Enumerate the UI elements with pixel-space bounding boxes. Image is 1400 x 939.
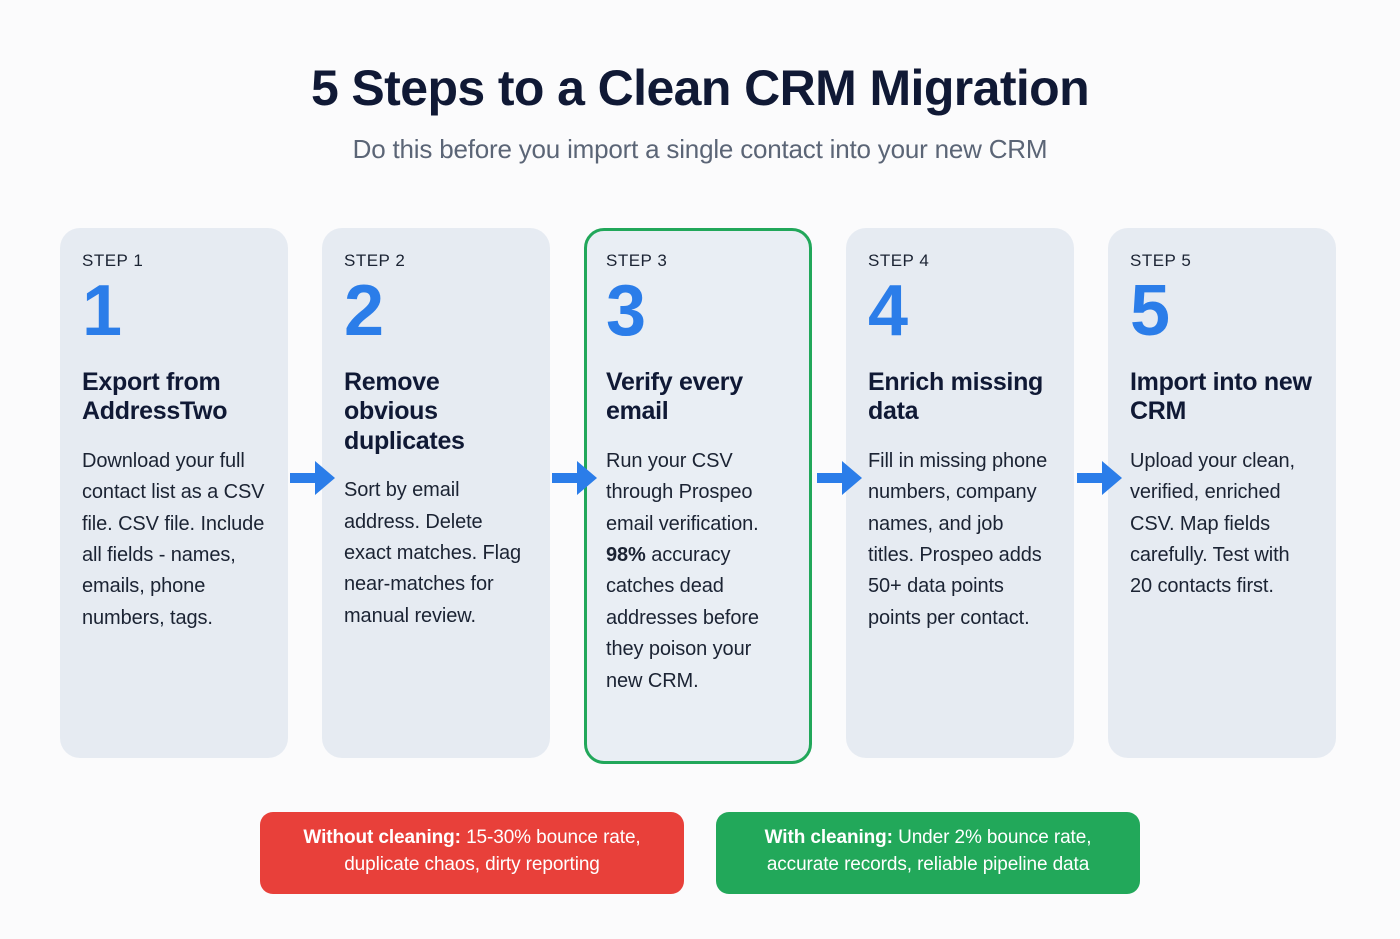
banner-lead: With cleaning: (764, 827, 893, 848)
step-heading: Export from AddressTwo (82, 367, 228, 426)
step-card-1: STEP 1 1 Export from AddressTwo Download… (60, 228, 288, 758)
step-heading: Import into new CRM (1130, 367, 1312, 426)
step-label: STEP 1 (82, 251, 144, 270)
banner-lead: Without cleaning: (303, 827, 461, 848)
step-label: STEP 2 (344, 251, 406, 270)
banner-text: 15-30% bounce rate, duplicate chaos, dir… (344, 827, 641, 875)
step-body: Run your CSV through Prospeo email verif… (606, 446, 790, 697)
step-body-text-lead: Run your CSV through Prospeo email verif… (606, 449, 759, 535)
step-body: Download your full contact list as a CSV… (82, 446, 266, 634)
step-number: 2 (344, 270, 384, 351)
step-card-5: STEP 5 5 Import into new CRM Upload your… (1108, 228, 1336, 758)
step-heading: Verify every email (606, 367, 743, 426)
step-label: STEP 4 (868, 251, 930, 270)
step-body: Fill in missing phone numbers, company n… (868, 446, 1052, 634)
step-label: STEP 5 (1130, 251, 1192, 270)
step-number: 5 (1130, 270, 1170, 351)
step-card-2: STEP 2 2 Remove obvious duplicates Sort … (322, 228, 550, 758)
step-body-text-tail: accuracy catches dead addresses before t… (606, 543, 759, 692)
banner-text: Under 2% bounce rate, accurate records, … (766, 827, 1092, 875)
step-heading: Remove obvious duplicates (344, 367, 465, 455)
page-title: 5 Steps to a Clean CRM Migration (310, 60, 1090, 116)
page-subtitle: Do this before you import a single conta… (352, 134, 1048, 164)
step-number: 1 (82, 270, 122, 351)
steps-row: STEP 1 1 Export from AddressTwo Download… (60, 228, 1340, 764)
banner-with-cleaning: With cleaning: Under 2% bounce rate, acc… (716, 812, 1140, 894)
step-body-text: Fill in missing phone numbers, company n… (868, 449, 1048, 629)
arrow-right-icon (817, 458, 863, 498)
step-number: 3 (606, 270, 646, 351)
step-number: 4 (868, 270, 908, 351)
step-body-text: Upload your clean, verified, enriched CS… (1130, 449, 1295, 598)
step-body: Upload your clean, verified, enriched CS… (1130, 446, 1314, 603)
arrow-right-icon (1077, 458, 1123, 498)
step-card-4: STEP 4 4 Enrich missing data Fill in mis… (846, 228, 1074, 758)
header: 5 Steps to a Clean CRM Migration Do this… (0, 60, 1400, 165)
step-body-text: Download your full contact list as a CSV… (82, 449, 265, 629)
step-card-3: STEP 3 3 Verify every email Run your CSV… (584, 228, 812, 764)
banner-without-cleaning: Without cleaning: 15-30% bounce rate, du… (260, 812, 684, 894)
step-heading: Enrich missing data (868, 367, 1044, 426)
step-label: STEP 3 (606, 251, 668, 270)
outcome-banners: Without cleaning: 15-30% bounce rate, du… (0, 812, 1400, 894)
step-body: Sort by email address. Delete exact matc… (344, 475, 528, 632)
arrow-right-icon (290, 458, 336, 498)
step-body-emphasis: 98% (606, 543, 646, 566)
arrow-right-icon (552, 458, 598, 498)
step-body-text: Sort by email address. Delete exact matc… (344, 479, 522, 627)
